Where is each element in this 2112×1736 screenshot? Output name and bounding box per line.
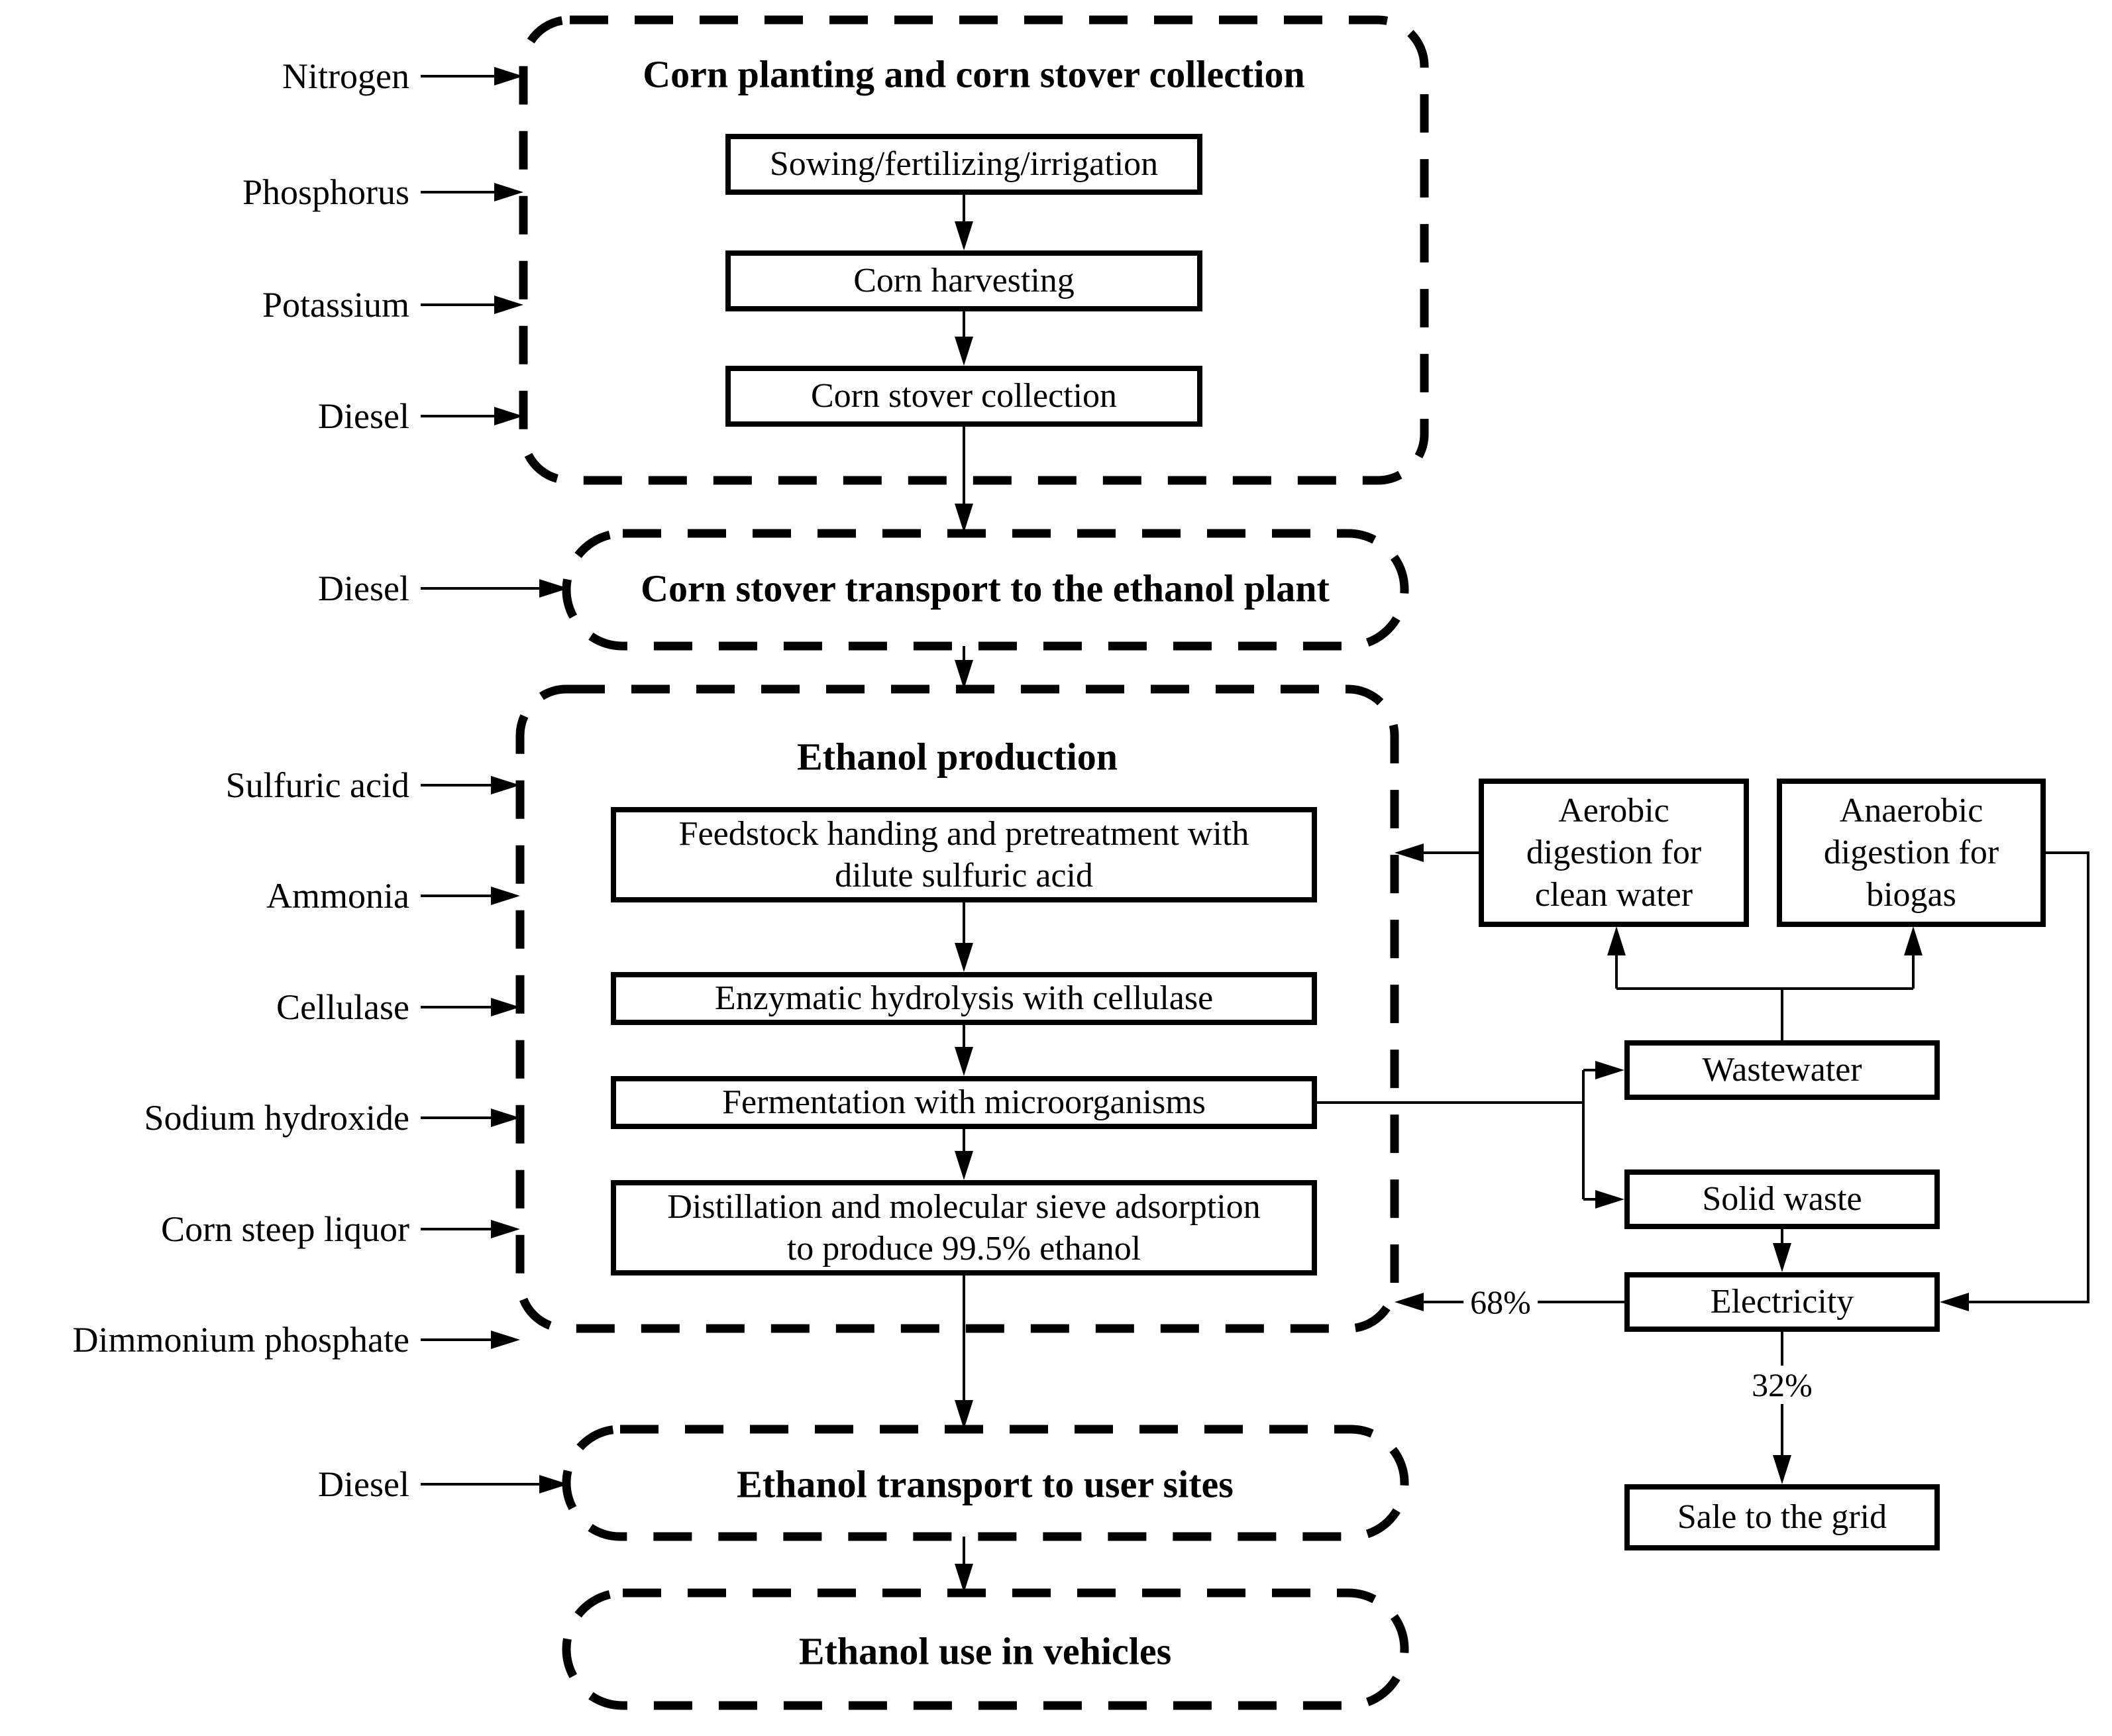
step-enzymatic-hydrolysis: Enzymatic hydrolysis with cellulase xyxy=(611,972,1317,1025)
stage3-dashed-boundary xyxy=(515,684,1399,1333)
stage2-title: Corn stover transport to the ethanol pla… xyxy=(641,567,1330,610)
stage4-dashed-boundary xyxy=(562,1425,1409,1541)
box-solid-waste: Solid waste xyxy=(1624,1169,1940,1229)
byproduct-lines xyxy=(1317,851,2089,1456)
step-sowing-fertilizing-irrigation: Sowing/fertilizing/irrigation xyxy=(725,134,1202,195)
step-fermentation: Fermentation with microorganisms xyxy=(611,1076,1317,1129)
label-electricity-to-grid-pct: 32% xyxy=(1745,1366,1819,1404)
input-arrow-lines xyxy=(421,75,541,1486)
input-sodium-hydroxide: Sodium hydroxide xyxy=(144,1098,410,1138)
input-diesel-stage2: Diesel xyxy=(318,569,409,608)
input-sulfuric-acid: Sulfuric acid xyxy=(225,765,409,805)
stage4-title: Ethanol transport to user sites xyxy=(737,1462,1234,1506)
input-corn-steep-liquor: Corn steep liquor xyxy=(161,1209,409,1249)
input-dimmonium-phosphate: Dimmonium phosphate xyxy=(72,1320,409,1360)
box-aerobic-digestion: Aerobic digestion for clean water xyxy=(1479,779,1749,927)
input-diesel-stage4: Diesel xyxy=(318,1464,409,1504)
box-electricity: Electricity xyxy=(1624,1272,1940,1332)
stage5-title: Ethanol use in vehicles xyxy=(798,1629,1172,1673)
label-electricity-to-plant-pct: 68% xyxy=(1463,1283,1538,1321)
step-feedstock-pretreatment: Feedstock handing and pretreatment with … xyxy=(611,807,1317,902)
input-diesel-stage1: Diesel xyxy=(318,396,409,436)
stage1-dashed-boundary xyxy=(519,15,1429,485)
input-phosphorus: Phosphorus xyxy=(242,172,409,212)
input-potassium: Potassium xyxy=(262,285,409,325)
box-sale-to-grid: Sale to the grid xyxy=(1624,1484,1940,1550)
stage2-dashed-boundary xyxy=(562,529,1409,651)
step-distillation-adsorption: Distillation and molecular sieve adsorpt… xyxy=(611,1180,1317,1275)
step-corn-stover-collection: Corn stover collection xyxy=(725,366,1202,427)
box-anaerobic-digestion: Anaerobic digestion for biogas xyxy=(1777,779,2046,927)
input-ammonia: Ammonia xyxy=(266,876,409,916)
stage3-title: Ethanol production xyxy=(796,735,1118,779)
input-nitrogen: Nitrogen xyxy=(282,56,409,96)
input-cellulase: Cellulase xyxy=(276,987,409,1027)
arrowheads xyxy=(491,67,1969,1593)
box-wastewater: Wastewater xyxy=(1624,1040,1940,1100)
stage1-title: Corn planting and corn stover collection xyxy=(643,52,1305,96)
stage5-dashed-boundary xyxy=(562,1588,1409,1710)
step-corn-harvesting: Corn harvesting xyxy=(725,250,1202,311)
